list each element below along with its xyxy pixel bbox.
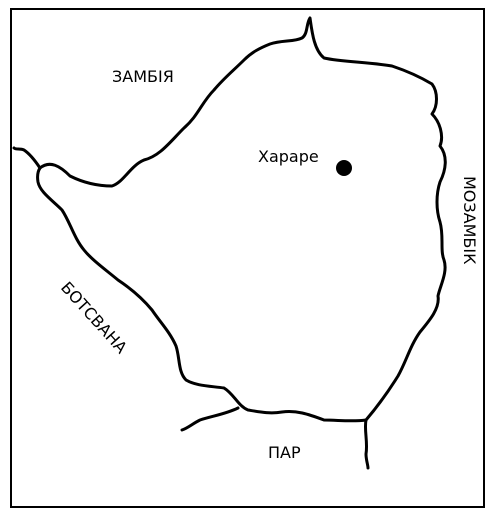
zimbabwe-border — [36, 16, 447, 423]
zimbabwe-map: ЗАМБІЯ Хараре МОЗАМБІК БОТСВАНА ПАР — [12, 16, 479, 470]
map-frame: ЗАМБІЯ Хараре МОЗАМБІК БОТСВАНА ПАР — [10, 8, 485, 508]
southwest-border-spur — [180, 406, 240, 432]
capital-dot — [336, 160, 352, 176]
label-north: ЗАМБІЯ — [112, 67, 174, 86]
northwest-border-spur — [12, 146, 42, 170]
label-east: МОЗАМБІК — [460, 176, 479, 265]
label-west: БОТСВАНА — [57, 278, 131, 357]
southeast-border-spur — [363, 418, 370, 470]
capital-label: Хараре — [258, 147, 319, 166]
label-south: ПАР — [268, 443, 301, 462]
